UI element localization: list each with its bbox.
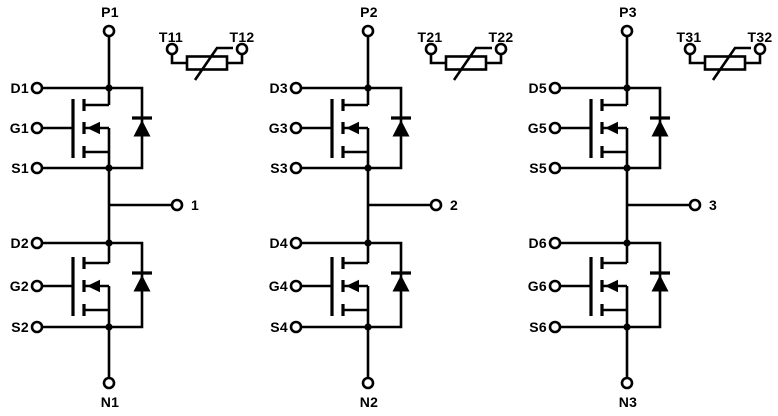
lower-source-label: S6	[529, 319, 547, 335]
upper-gate-label: G3	[268, 120, 288, 136]
upper-drain-label: D3	[269, 80, 288, 96]
lower-source-label: S4	[270, 319, 288, 335]
n-terminal-label: N1	[100, 394, 120, 410]
phase-output-label: 3	[709, 197, 718, 213]
circuit-graphics	[30, 24, 249, 390]
upper-source-label: S3	[270, 160, 288, 176]
p-terminal-label: P3	[619, 4, 637, 20]
p-terminal-label: P2	[360, 4, 378, 20]
lower-gate-label: G4	[268, 278, 288, 294]
thermistor-left-label: T21	[417, 29, 443, 45]
lower-drain-label: D2	[10, 235, 29, 251]
lower-drain-label: D4	[269, 235, 288, 251]
lower-gate-label: G6	[527, 278, 547, 294]
lower-source-label: S2	[11, 319, 29, 335]
upper-drain-label: D5	[528, 80, 547, 96]
circuit-graphics	[548, 24, 767, 390]
upper-source-label: S1	[11, 160, 29, 176]
thermistor-left-label: T31	[676, 29, 702, 45]
phase-output-label: 2	[450, 197, 459, 213]
phase-circuit-1: P1 T11 T12 D1 G1 S1 1 D2 G2 S2 N1	[0, 0, 259, 416]
upper-gate-label: G5	[527, 120, 547, 136]
thermistor-right-label: T22	[488, 29, 514, 45]
lower-drain-label: D6	[528, 235, 547, 251]
circuit-graphics	[289, 24, 508, 390]
phase-output-label: 1	[191, 197, 200, 213]
phase-circuit-2: P2 T21 T22 D3 G3 S3 2 D4 G4 S4 N2	[259, 0, 518, 416]
upper-source-label: S5	[529, 160, 547, 176]
thermistor-right-label: T12	[229, 29, 255, 45]
thermistor-left-label: T11	[158, 29, 184, 45]
n-terminal-label: N2	[359, 394, 379, 410]
lower-gate-label: G2	[9, 278, 29, 294]
n-terminal-label: N3	[618, 394, 638, 410]
p-terminal-label: P1	[101, 4, 119, 20]
thermistor-right-label: T32	[747, 29, 773, 45]
upper-drain-label: D1	[10, 80, 29, 96]
upper-gate-label: G1	[9, 120, 29, 136]
phase-circuit-3: P3 T31 T32 D5 G5 S5 3 D6 G6 S6 N3	[518, 0, 778, 416]
